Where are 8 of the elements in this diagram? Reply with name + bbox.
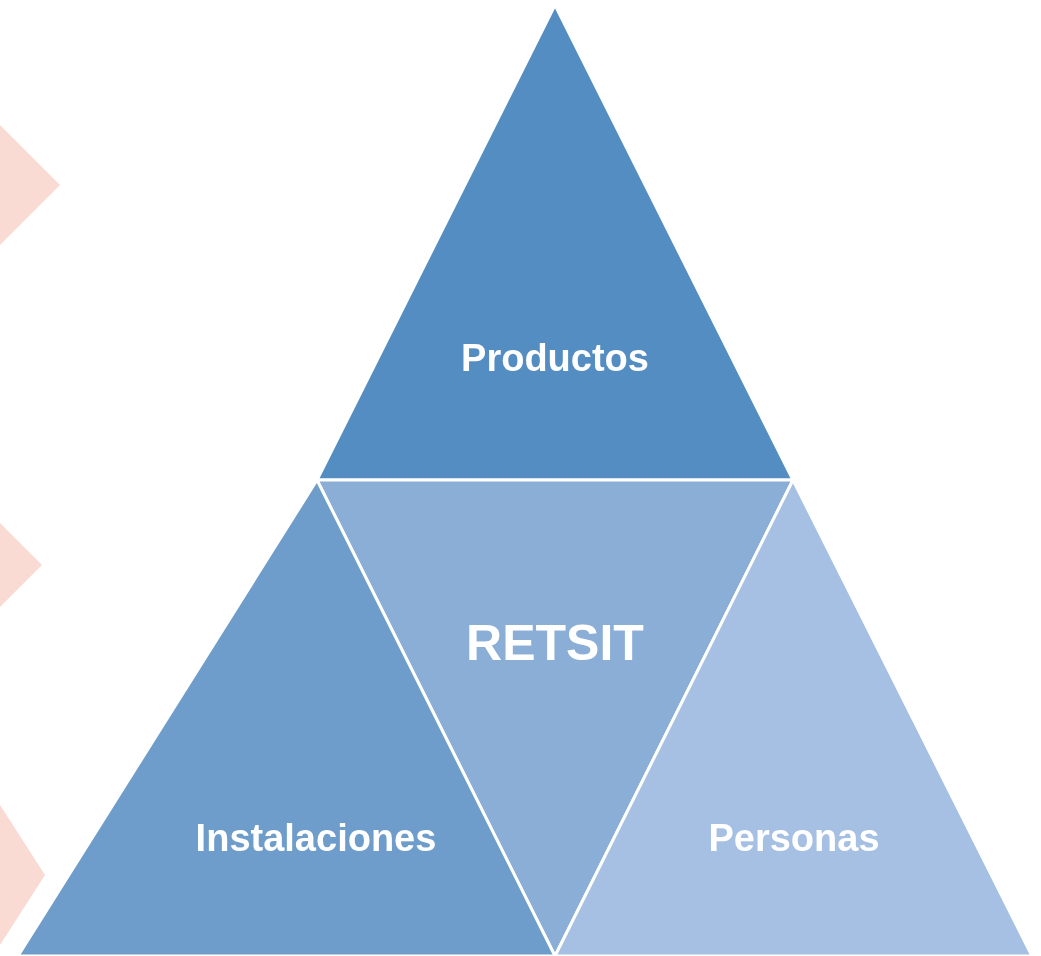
segment-label: Productos xyxy=(461,339,649,377)
chevron-shape xyxy=(0,805,45,945)
segment-label: Personas xyxy=(708,819,880,857)
triangle-segment xyxy=(317,5,793,480)
chevron-shape xyxy=(0,523,42,607)
segment-label: RETSIT xyxy=(466,618,644,668)
segment-label: Instalaciones xyxy=(195,819,437,857)
chevron-shape xyxy=(0,125,60,245)
